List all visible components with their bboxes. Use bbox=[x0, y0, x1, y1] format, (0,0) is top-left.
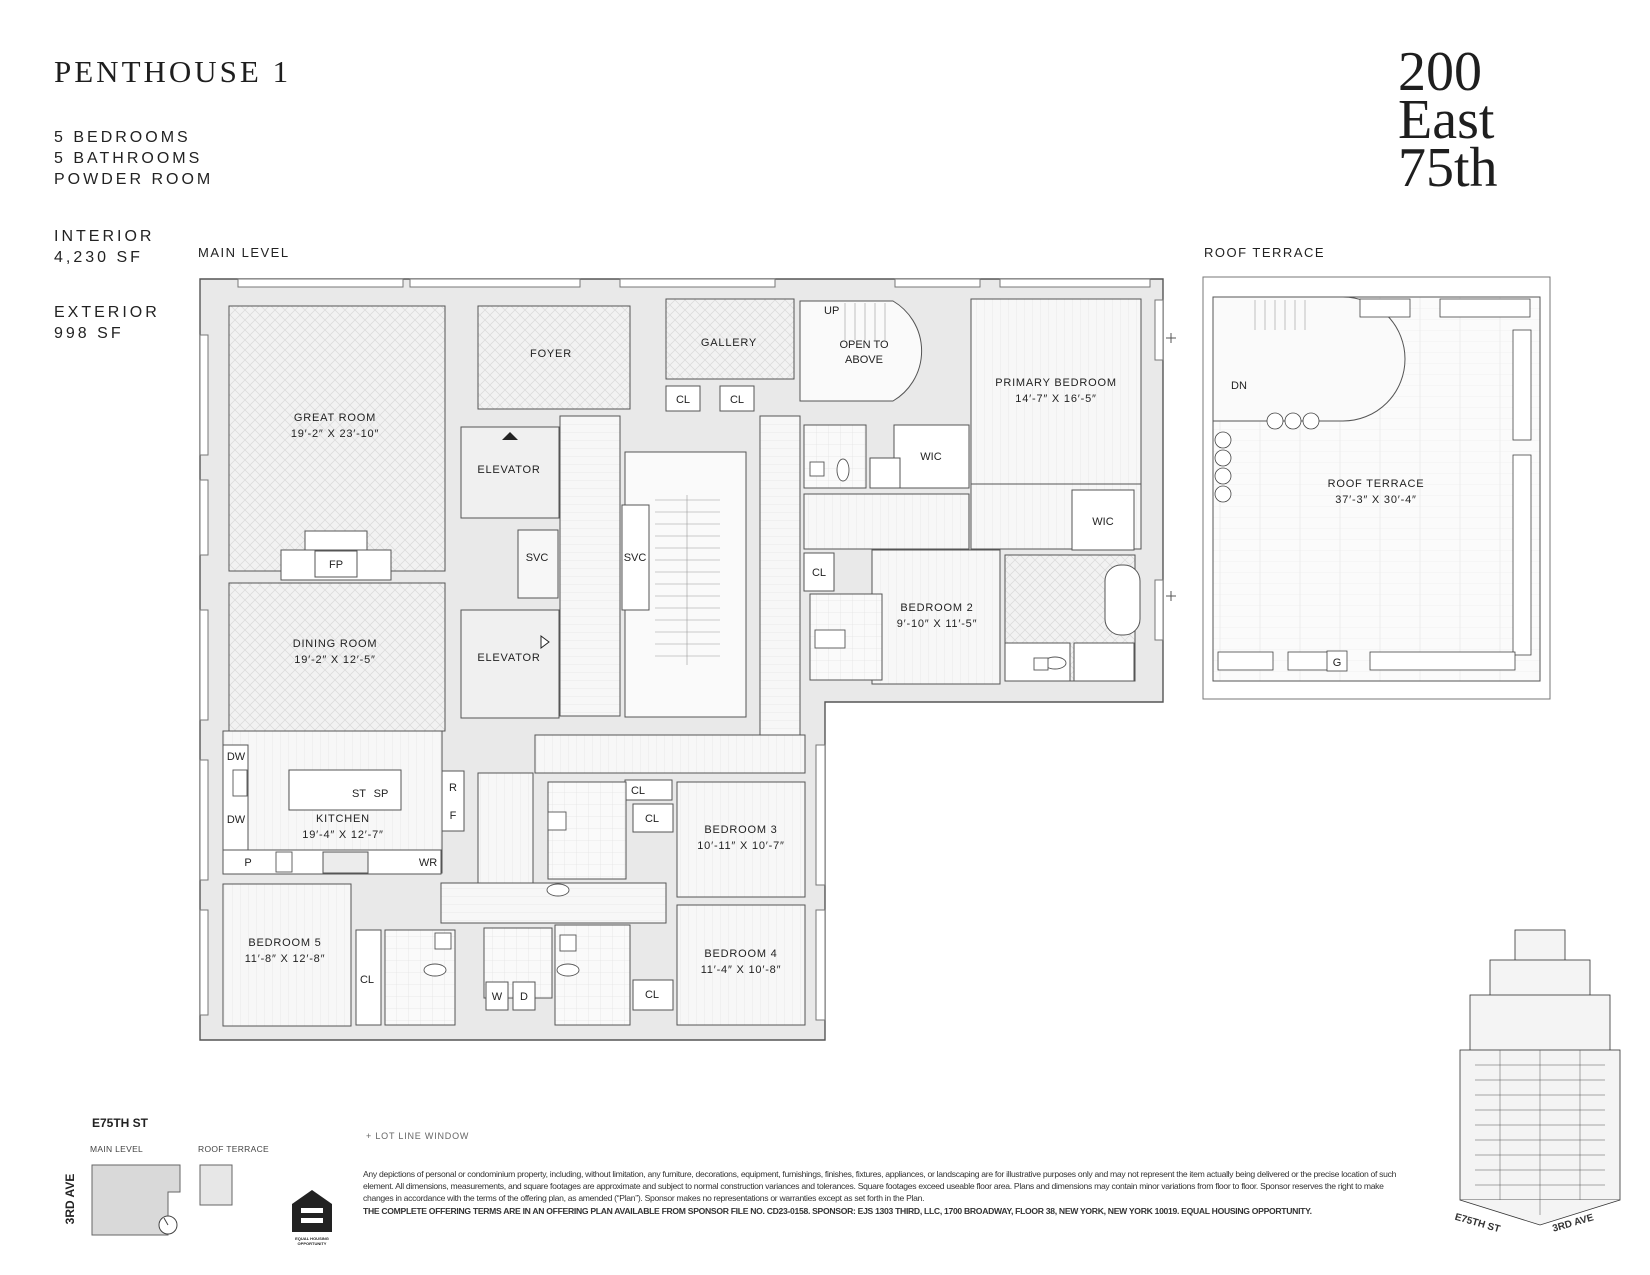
interior-label: INTERIOR bbox=[54, 228, 155, 245]
label-open-to: OPEN TO bbox=[839, 339, 889, 351]
label-above: ABOVE bbox=[845, 354, 883, 366]
key-plan-street: E75TH ST bbox=[92, 1116, 149, 1130]
label-cl-1: CL bbox=[676, 394, 690, 406]
interior-value: 4,230 SF bbox=[54, 249, 143, 266]
label-g: G bbox=[1333, 657, 1342, 669]
label-d: D bbox=[520, 991, 528, 1003]
interior-area: INTERIOR 4,230 SF bbox=[54, 226, 154, 268]
key-plan-avenue: 3RD AVE bbox=[63, 1173, 77, 1225]
label-sp: SP bbox=[374, 788, 389, 800]
room-bedroom-3-dims: 10′-11″ X 10′-7″ bbox=[697, 840, 785, 852]
label-up: UP bbox=[824, 305, 839, 317]
room-roof-terrace: ROOF TERRACE bbox=[1328, 478, 1425, 490]
key-plan-main-label: MAIN LEVEL bbox=[90, 1144, 144, 1154]
label-gallery: GALLERY bbox=[701, 337, 757, 349]
room-bedroom-2-dims: 9′-10″ X 11′-5″ bbox=[897, 618, 978, 630]
room-bedroom-4-dims: 11′-4″ X 10′-8″ bbox=[701, 964, 782, 976]
key-plan-roof-label: ROOF TERRACE bbox=[198, 1144, 269, 1154]
logo-line-1: 200 bbox=[1398, 41, 1482, 103]
label-cl-5: CL bbox=[645, 813, 659, 825]
label-cl-6: CL bbox=[645, 989, 659, 1001]
label-wic-1: WIC bbox=[920, 451, 941, 463]
label-cl-7: CL bbox=[360, 974, 374, 986]
label-svc-1: SVC bbox=[526, 552, 549, 564]
label-f: F bbox=[450, 810, 457, 822]
roof-terrace-label: ROOF TERRACE bbox=[1204, 245, 1326, 260]
room-primary-bedroom-dims: 14′-7″ X 16′-5″ bbox=[1015, 393, 1096, 405]
label-elevator-2: ELEVATOR bbox=[477, 652, 540, 664]
legal-disclaimer: Any depictions of personal or condominiu… bbox=[363, 1168, 1403, 1217]
lot-line-window-note: + LOT LINE WINDOW bbox=[366, 1131, 470, 1141]
label-st: ST bbox=[352, 788, 366, 800]
label-svc-2: SVC bbox=[624, 552, 647, 564]
eho-line-2: OPPORTUNITY bbox=[297, 1241, 327, 1246]
logo-line-3: 75th bbox=[1398, 137, 1498, 199]
label-wic-2: WIC bbox=[1092, 516, 1113, 528]
exterior-area: EXTERIOR 998 SF bbox=[54, 302, 160, 344]
disclaimer-text: Any depictions of personal or condominiu… bbox=[363, 1169, 1397, 1204]
room-roof-terrace-dims: 37′-3″ X 30′-4″ bbox=[1335, 494, 1416, 506]
disclaimer-offering: THE COMPLETE OFFERING TERMS ARE IN AN OF… bbox=[363, 1205, 1312, 1216]
page-title: PENTHOUSE 1 bbox=[54, 54, 292, 89]
exterior-label: EXTERIOR bbox=[54, 304, 160, 321]
label-dw-2: DW bbox=[227, 814, 246, 826]
logo-line-2: East bbox=[1398, 89, 1495, 151]
label-foyer: FOYER bbox=[530, 348, 572, 360]
room-great-room-dims: 19′-2″ X 23′-10″ bbox=[291, 428, 379, 440]
eho-line-1: EQUAL HOUSING bbox=[295, 1236, 329, 1241]
label-dn: DN bbox=[1231, 380, 1247, 392]
room-dining-room-dims: 19′-2″ X 12′-5″ bbox=[294, 654, 375, 666]
equal-housing-logo: EQUAL HOUSING OPPORTUNITY bbox=[288, 1236, 336, 1246]
room-kitchen-dims: 19′-4″ X 12′-7″ bbox=[302, 829, 383, 841]
room-bedroom-5-dims: 11′-8″ X 12′-8″ bbox=[245, 953, 326, 965]
room-bedroom-2: BEDROOM 2 bbox=[900, 602, 973, 614]
building-logo: 200 East 75th bbox=[1398, 41, 1538, 199]
room-bedroom-4: BEDROOM 4 bbox=[704, 948, 777, 960]
label-cl-3: CL bbox=[812, 567, 826, 579]
room-kitchen: KITCHEN bbox=[316, 813, 370, 825]
label-dw-1: DW bbox=[227, 751, 246, 763]
label-w: W bbox=[492, 991, 503, 1003]
label-elevator-1: ELEVATOR bbox=[477, 464, 540, 476]
spec-powder-room: POWDER ROOM bbox=[54, 171, 214, 188]
room-bedroom-3: BEDROOM 3 bbox=[704, 824, 777, 836]
label-wr: WR bbox=[419, 857, 437, 869]
unit-specs: 5 BEDROOMS 5 BATHROOMS POWDER ROOM bbox=[54, 127, 213, 190]
main-level-label: MAIN LEVEL bbox=[198, 245, 290, 260]
room-bedroom-5: BEDROOM 5 bbox=[248, 937, 321, 949]
label-fp: FP bbox=[329, 559, 343, 571]
room-primary-bedroom: PRIMARY BEDROOM bbox=[995, 377, 1117, 389]
room-dining-room: DINING ROOM bbox=[293, 638, 378, 650]
spec-bathrooms: 5 BATHROOMS bbox=[54, 150, 203, 167]
label-r: R bbox=[449, 782, 457, 794]
label-p: P bbox=[244, 857, 251, 869]
spec-bedrooms: 5 BEDROOMS bbox=[54, 129, 191, 146]
label-cl-4: CL bbox=[631, 785, 645, 797]
label-cl-2: CL bbox=[730, 394, 744, 406]
room-great-room: GREAT ROOM bbox=[294, 412, 376, 424]
exterior-value: 998 SF bbox=[54, 325, 124, 342]
